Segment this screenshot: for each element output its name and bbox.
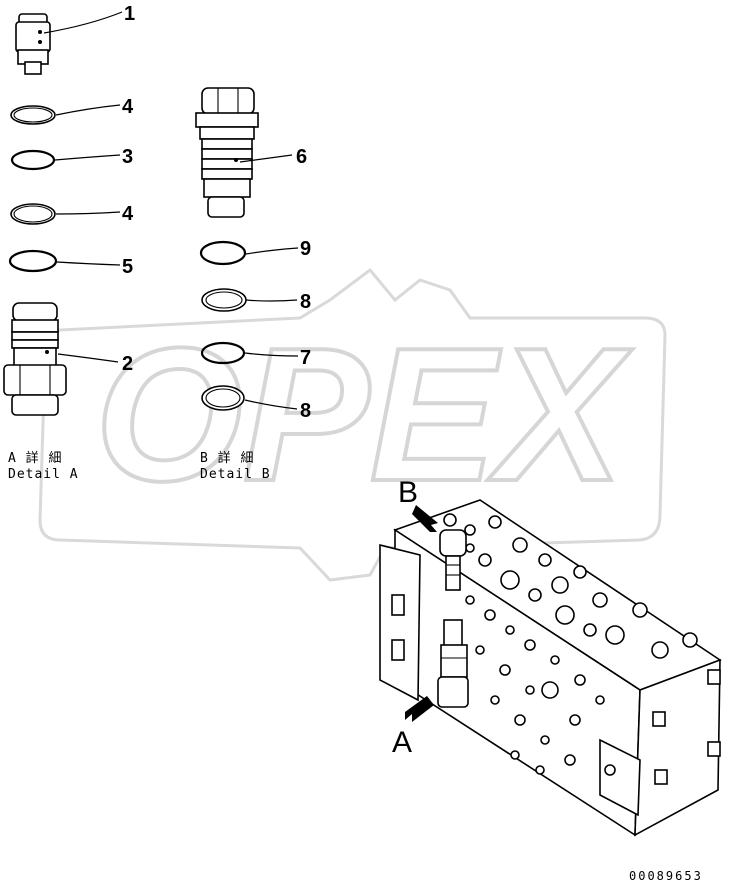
part-2-cartridge (3, 302, 67, 416)
o-ring-4b (10, 203, 56, 225)
detail-b-jp: B 詳 細 (200, 450, 254, 466)
callout-2: 2 (122, 353, 133, 375)
o-ring-8b-inner (205, 388, 241, 408)
callout-9: 9 (300, 238, 311, 260)
detail-a-jp: A 詳 細 (8, 450, 62, 466)
view-arrow-b (412, 505, 438, 532)
leader-lines (43, 11, 299, 410)
callout-6: 6 (296, 146, 307, 168)
top-ports (443, 513, 698, 659)
o-ring-4a (10, 105, 56, 125)
callout-4a: 4 (122, 96, 134, 118)
drawing-code: 00089653 (629, 869, 703, 883)
part-1-valve (15, 13, 51, 75)
o-ring-4a-inner (13, 107, 53, 123)
front-ports (465, 595, 605, 775)
o-ring-5 (8, 249, 58, 273)
detail-b-en: Detail B (200, 467, 271, 482)
o-ring-3 (10, 149, 56, 171)
callout-8a: 8 (300, 291, 311, 313)
view-label-a: A (392, 726, 412, 759)
installed-valve-stack (437, 529, 469, 708)
callout-3: 3 (122, 146, 133, 168)
o-ring-9 (199, 240, 247, 266)
o-ring-8a-inner (205, 291, 243, 309)
callout-8b: 8 (300, 400, 311, 422)
detail-a-en: Detail A (8, 467, 79, 482)
view-arrow-a (405, 696, 434, 722)
o-ring-7 (200, 341, 246, 365)
o-ring-4b-inner (13, 205, 53, 223)
callout-7: 7 (300, 347, 311, 369)
callout-5: 5 (122, 256, 133, 278)
o-ring-8b (201, 385, 245, 411)
watermark-text: OPEX (95, 309, 633, 521)
callout-4b: 4 (122, 203, 134, 225)
part-6-relief-valve (195, 87, 259, 218)
control-valve-block (379, 499, 722, 837)
view-label-b: B (398, 476, 418, 509)
watermark: OPEX (38, 267, 667, 582)
callout-1: 1 (124, 3, 135, 25)
